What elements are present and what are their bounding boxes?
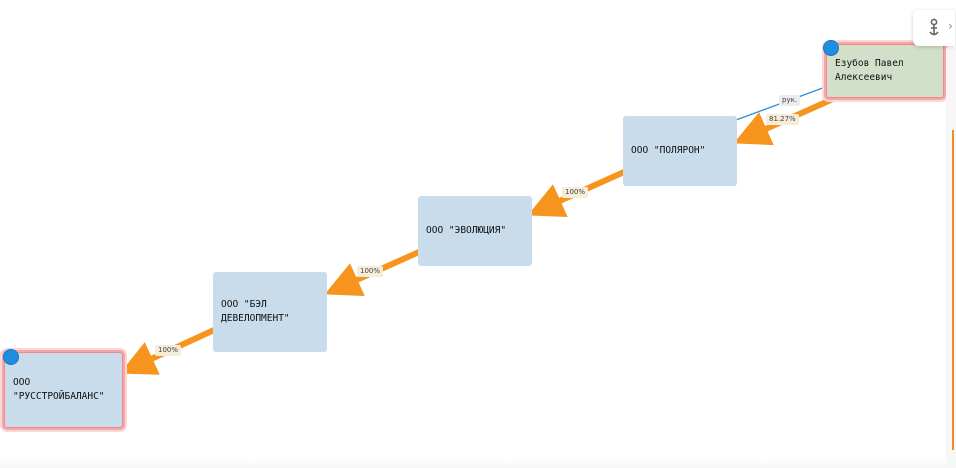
node-polaron-label: ООО "ПОЛЯРОН"	[631, 145, 706, 156]
node-russtroy-label: ООО "РУССТРОЙБАЛАНС"	[13, 377, 105, 402]
edge-label-person-polaron: 81.27%	[766, 114, 799, 125]
bottom-edge	[0, 458, 946, 468]
node-russtroy[interactable]: ООО "РУССТРОЙБАЛАНС"	[4, 352, 123, 428]
role-edge-label: рук.	[779, 95, 801, 106]
close-icon[interactable]: ›	[948, 19, 953, 33]
node-person-label: Езубов Павел Алексеевич	[835, 58, 904, 83]
anchor-icon	[929, 18, 939, 36]
edge-label-bel-russtroy: 100%	[155, 345, 182, 356]
edge-label-polaron-evolution: 100%	[562, 187, 589, 198]
node-polaron[interactable]: ООО "ПОЛЯРОН"	[623, 116, 737, 186]
side-panel	[946, 48, 956, 468]
node-evolution-label: ООО "ЭВОЛЮЦИЯ"	[426, 225, 507, 236]
node-person[interactable]: Езубов Павел Алексеевич	[826, 44, 944, 98]
node-russtroy-marker	[3, 349, 19, 365]
side-panel-accent	[952, 130, 954, 450]
anchor-button[interactable]	[913, 10, 955, 46]
node-person-marker	[823, 40, 839, 56]
edge-label-evolution-bel: 100%	[357, 266, 384, 277]
node-evolution[interactable]: ООО "ЭВОЛЮЦИЯ"	[418, 196, 532, 266]
node-bel-label: ООО "БЭЛ ДЕВЕЛОПМЕНТ"	[221, 299, 290, 324]
node-bel[interactable]: ООО "БЭЛ ДЕВЕЛОПМЕНТ"	[213, 272, 327, 352]
